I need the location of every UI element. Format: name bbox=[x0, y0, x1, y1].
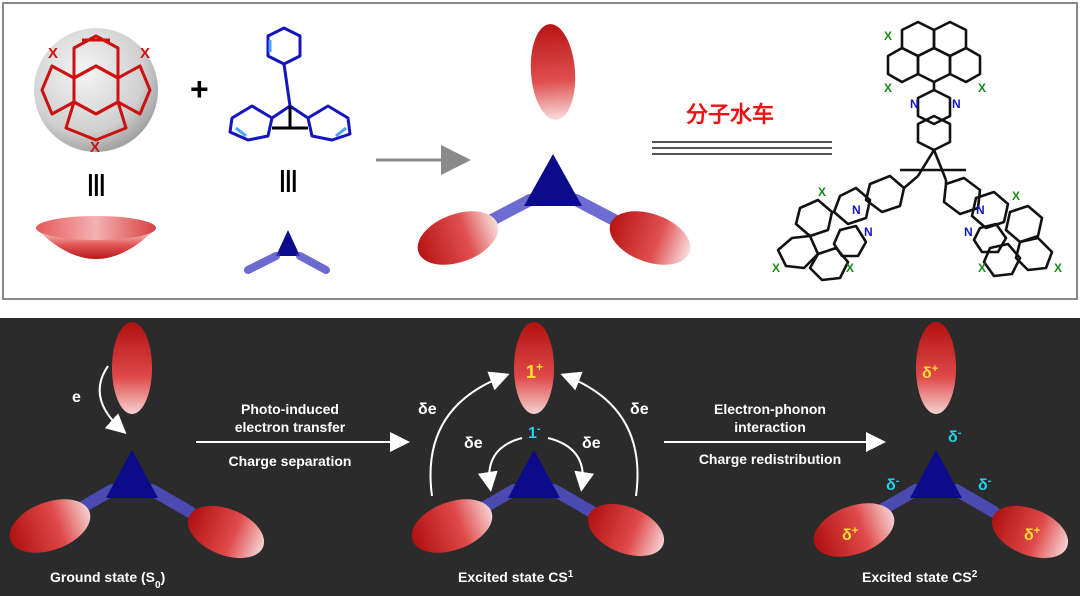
delta-e-arrow bbox=[429, 371, 510, 497]
structure-heteroatoms: X X X N N X N N X X X N N X X bbox=[772, 29, 1062, 275]
delta-minus-charge: δ- bbox=[886, 475, 900, 494]
wheel-excited-cs2 bbox=[813, 322, 1069, 559]
delta-e-arrow bbox=[547, 437, 595, 492]
atom-x-label: X bbox=[140, 45, 150, 62]
step2-label-line1: Electron-phonon bbox=[714, 401, 826, 417]
delta-e-label: δe bbox=[582, 435, 601, 452]
delta-minus-charge: δ- bbox=[978, 475, 992, 494]
electron-path-arrow bbox=[98, 365, 127, 434]
atom-x-label: X bbox=[1054, 261, 1062, 275]
ground-state-label: Ground state (S0) bbox=[50, 569, 165, 591]
delta-minus-charge: δ- bbox=[948, 427, 962, 446]
bowl-shape bbox=[36, 216, 156, 259]
top-panel: X X X Ⅲ + Ⅲ bbox=[2, 2, 1078, 300]
atom-x-label: X bbox=[772, 261, 780, 275]
atom-x-label: X bbox=[978, 81, 986, 95]
atom-n-label: N bbox=[910, 97, 919, 111]
bowl-molecule-sphere: X X X bbox=[34, 28, 158, 156]
equivalence-symbol: Ⅲ bbox=[278, 166, 299, 199]
delta-e-label: δe bbox=[630, 401, 649, 418]
delta-e-arrow bbox=[477, 437, 523, 492]
step1-transition: Photo-induced electron transfer Charge s… bbox=[196, 401, 410, 469]
step2-label-line3: Charge redistribution bbox=[699, 451, 841, 467]
wheel-ground-state bbox=[9, 322, 265, 559]
delta-e-label: δe bbox=[418, 401, 437, 418]
charge-1-minus: 1- bbox=[528, 423, 541, 442]
atom-n-label: N bbox=[852, 203, 861, 217]
atom-x-label: X bbox=[884, 81, 892, 95]
molecular-waterwheel-model bbox=[417, 24, 691, 265]
atom-x-label: X bbox=[818, 185, 826, 199]
delta-e-arrow bbox=[560, 371, 639, 497]
molecular-waterwheel-title: 分子水车 bbox=[686, 102, 774, 127]
atom-x-label: X bbox=[846, 261, 854, 275]
step2-transition: Electron-phonon interaction Charge redis… bbox=[664, 401, 886, 467]
charge-1-plus: 1+ bbox=[526, 360, 543, 382]
cs1-state-label: Excited state CS1 bbox=[458, 569, 574, 586]
triple-bond-symbol bbox=[652, 141, 832, 155]
step1-label-line2: electron transfer bbox=[235, 419, 346, 435]
atom-x-label: X bbox=[978, 261, 986, 275]
step1-label-line3: Charge separation bbox=[229, 453, 352, 469]
cs2-state-label: Excited state CS2 bbox=[862, 569, 978, 586]
delta-plus-charge: δ+ bbox=[842, 525, 858, 544]
triptycene-molecule bbox=[228, 26, 352, 142]
atom-n-label: N bbox=[976, 203, 985, 217]
wheel-excited-cs1 bbox=[411, 322, 665, 557]
bottom-panel: e Ground state (S0) Photo-induced electr… bbox=[0, 318, 1080, 596]
delta-plus-charge: δ+ bbox=[1024, 525, 1040, 544]
step2-label-line2: interaction bbox=[734, 419, 806, 435]
step1-label-line1: Photo-induced bbox=[241, 401, 339, 417]
delta-e-label: δe bbox=[464, 435, 483, 452]
atom-n-label: N bbox=[964, 225, 973, 239]
delta-plus-charge: δ+ bbox=[922, 363, 938, 382]
atom-x-label: X bbox=[90, 139, 100, 156]
tripod-core-small bbox=[244, 200, 330, 274]
atom-n-label: N bbox=[952, 97, 961, 111]
atom-x-label: X bbox=[884, 29, 892, 43]
atom-n-label: N bbox=[864, 225, 873, 239]
plus-sign: + bbox=[190, 71, 209, 107]
atom-x-label: X bbox=[48, 45, 58, 62]
waterwheel-molecular-structure bbox=[776, 20, 1054, 282]
atom-x-label: X bbox=[1012, 189, 1020, 203]
electron-label: e bbox=[72, 389, 81, 406]
equivalence-symbol: Ⅲ bbox=[86, 170, 107, 203]
